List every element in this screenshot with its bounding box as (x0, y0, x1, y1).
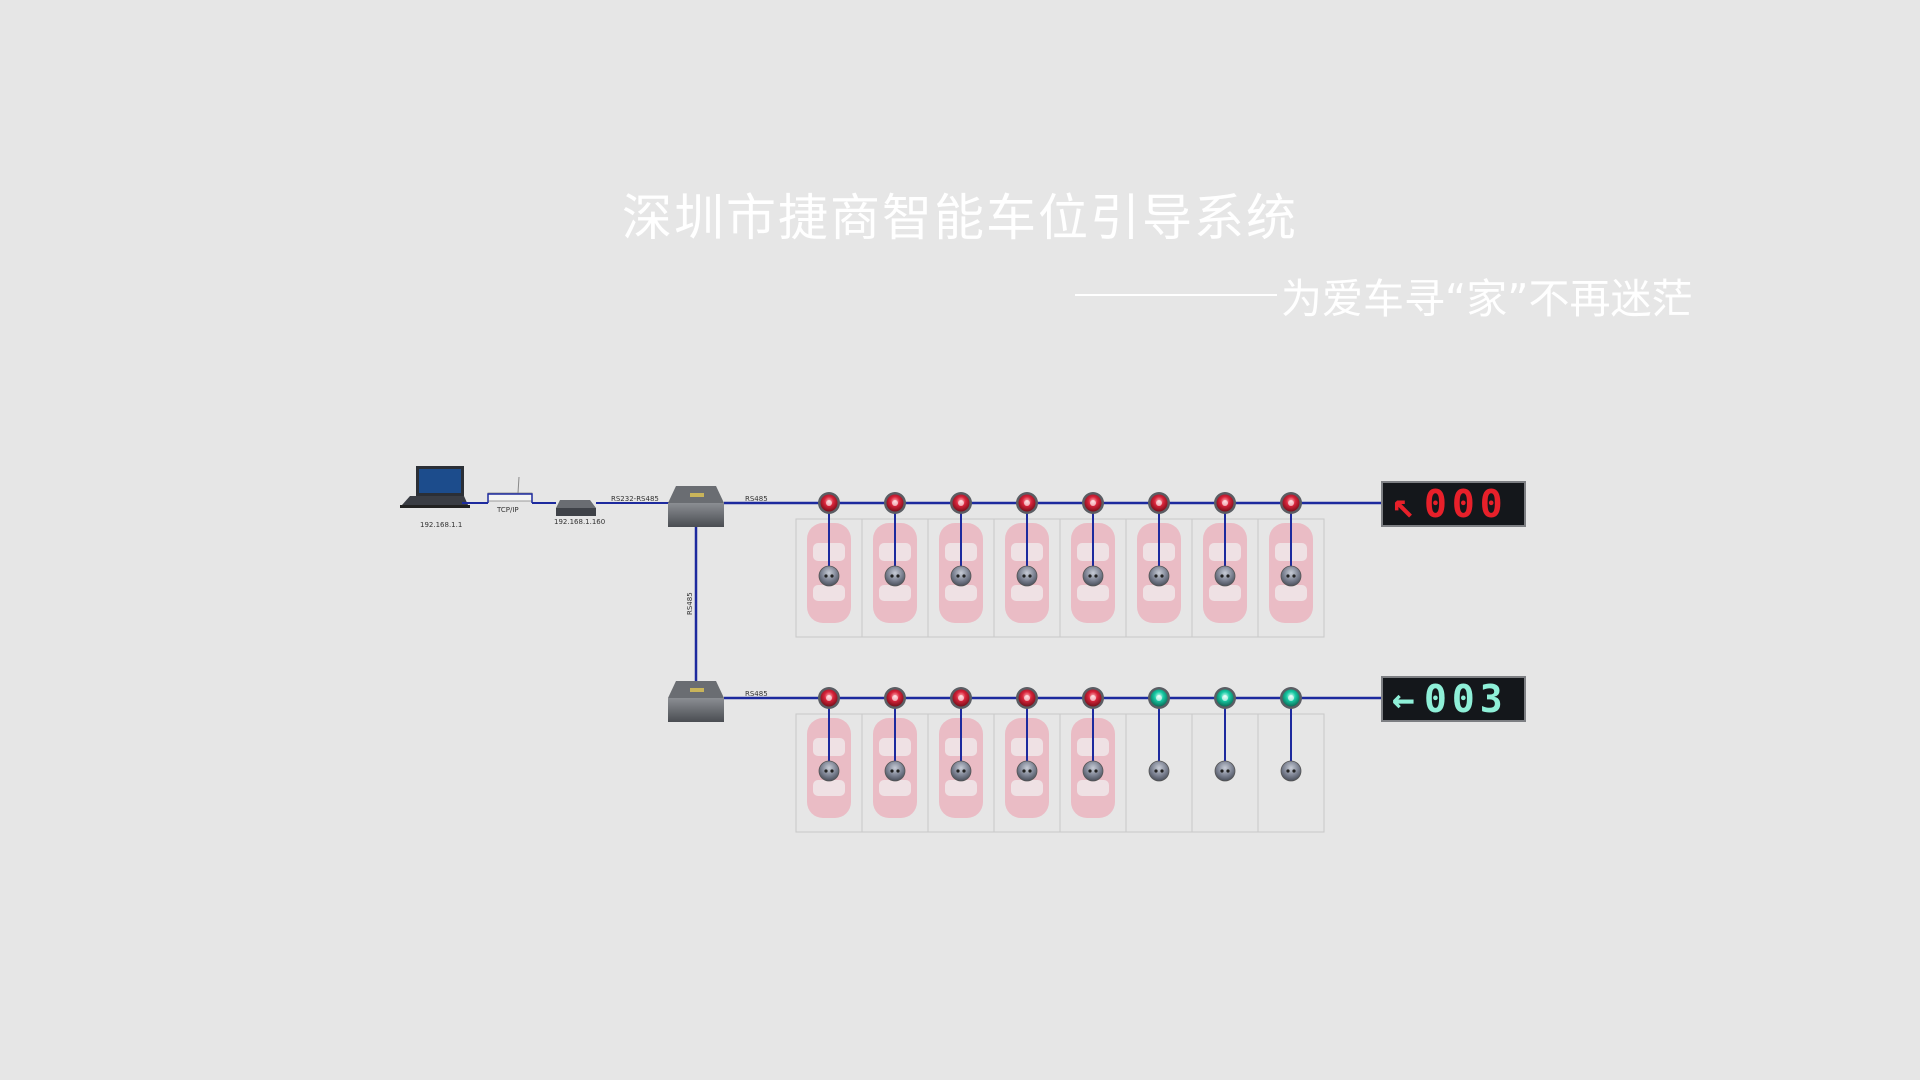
ultrasonic-sensor-icon (1280, 760, 1302, 782)
parking-rows: ↖000 ←003 (724, 481, 1526, 833)
subtitle: 为爱车寻“家”不再迷茫 (1281, 275, 1693, 323)
red-indicator-light-icon (1082, 687, 1104, 709)
row-top: ↖000 (724, 481, 1526, 638)
network-links (462, 493, 670, 504)
page-title: 深圳市捷商智能车位引导系统 (622, 189, 1298, 247)
ultrasonic-sensor-icon (1016, 760, 1038, 782)
sign-count-text: 000 (1424, 482, 1508, 526)
red-indicator-light-icon (1214, 492, 1236, 514)
rs485-bottom-label: RS485 (745, 690, 768, 698)
subtitle-rule (1075, 294, 1277, 296)
led-guidance-sign: ↖000 (1381, 481, 1526, 527)
red-indicator-light-icon (818, 492, 840, 514)
sign-count-text: 003 (1424, 677, 1508, 721)
red-indicator-light-icon (1148, 492, 1170, 514)
red-indicator-light-icon (1016, 687, 1038, 709)
ultrasonic-sensor-icon (884, 565, 906, 587)
sign-arrow-icon: ↖ (1392, 482, 1420, 526)
red-indicator-light-icon (818, 687, 840, 709)
laptop-icon (400, 466, 470, 508)
ultrasonic-sensor-icon (950, 565, 972, 587)
pc-ip-label: 192.168.1.1 (420, 521, 462, 529)
ultrasonic-sensor-icon (1148, 760, 1170, 782)
green-indicator-light-icon (1280, 687, 1302, 709)
ultrasonic-sensor-icon (818, 760, 840, 782)
ultrasonic-sensor-icon (1082, 565, 1104, 587)
router-icon (487, 476, 533, 502)
red-indicator-light-icon (1082, 492, 1104, 514)
ultrasonic-sensor-icon (1148, 565, 1170, 587)
green-indicator-light-icon (1148, 687, 1170, 709)
red-indicator-light-icon (1016, 492, 1038, 514)
red-indicator-light-icon (884, 687, 906, 709)
red-indicator-light-icon (1280, 492, 1302, 514)
subtitle-group: 为爱车寻“家”不再迷茫 (1075, 270, 1692, 323)
ultrasonic-sensor-icon (1214, 565, 1236, 587)
controller-top (668, 486, 724, 527)
tcpip-label: TCP/IP (496, 506, 519, 514)
led-guidance-sign: ←003 (1381, 676, 1526, 722)
ultrasonic-sensor-icon (1082, 760, 1104, 782)
ultrasonic-sensor-icon (1214, 760, 1236, 782)
rs232-rs485-label: RS232-RS485 (611, 495, 659, 503)
ultrasonic-sensor-icon (884, 760, 906, 782)
converter-icon (556, 500, 596, 516)
ultrasonic-sensor-icon (818, 565, 840, 587)
converter-ip-label: 192.168.1.160 (554, 518, 605, 526)
red-indicator-light-icon (884, 492, 906, 514)
ultrasonic-sensor-icon (1016, 565, 1038, 587)
red-indicator-light-icon (950, 492, 972, 514)
row-bottom: ←003 (724, 676, 1526, 833)
red-indicator-light-icon (950, 687, 972, 709)
ultrasonic-sensor-icon (1280, 565, 1302, 587)
controller-bottom (668, 681, 724, 722)
rs485-top-label: RS485 (745, 495, 768, 503)
green-indicator-light-icon (1214, 687, 1236, 709)
rs485-vertical-label: RS485 (686, 592, 694, 615)
sign-arrow-icon: ← (1392, 677, 1420, 721)
ultrasonic-sensor-icon (950, 760, 972, 782)
